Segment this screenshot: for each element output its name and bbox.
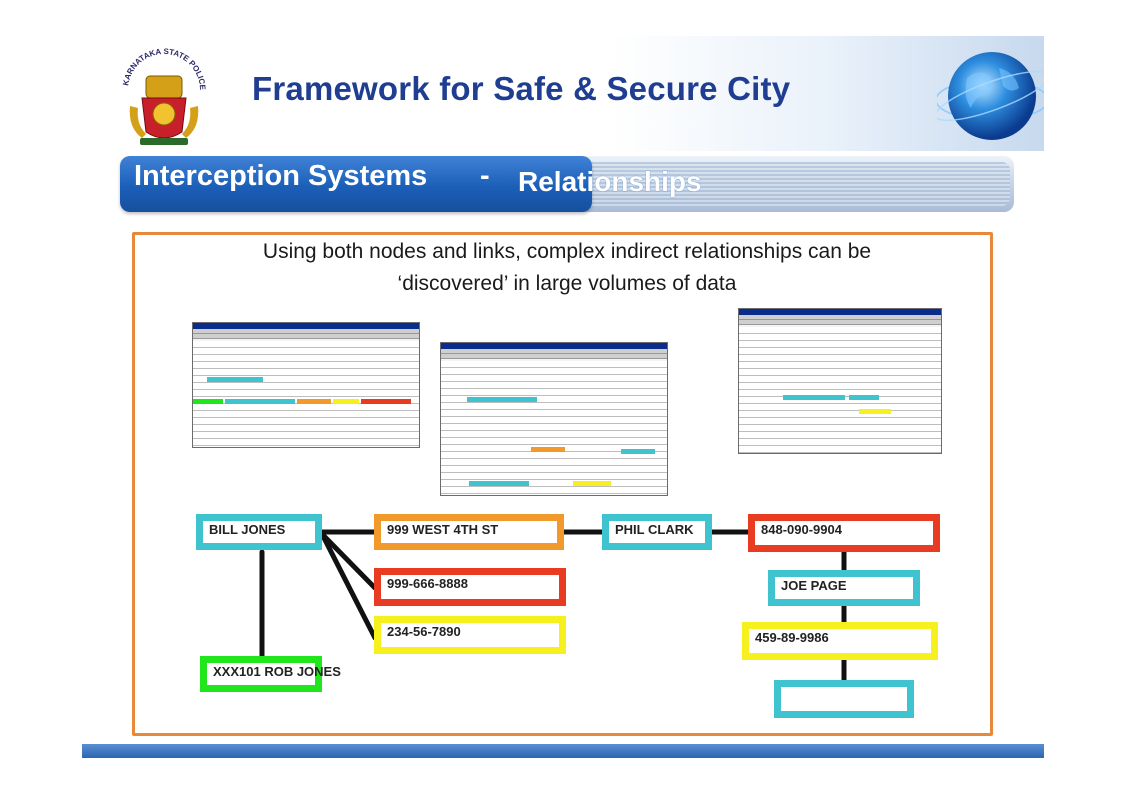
link-lines [259,529,847,683]
node-phone-999: 999-666-8888 [374,568,566,606]
node-label: JOE PAGE [781,578,847,593]
globe-icon [937,52,1044,140]
spreadsheet-screenshot-2 [440,342,668,496]
node-number-459: 459-89-9986 [742,622,938,660]
node-label: 999-666-8888 [387,576,468,591]
node-address: 999 WEST 4TH ST [374,514,564,550]
node-label: PHIL CLARK [615,522,694,537]
description: Using both nodes and links, complex indi… [82,236,1044,300]
section-tab [120,156,592,212]
node-label: 999 WEST 4TH ST [387,522,499,537]
page-title: Framework for Safe & Secure City [252,70,791,107]
section-subtitle: Relationships [518,166,702,197]
link-bill-ssn [319,531,378,641]
section-title: Interception Systems [134,160,428,192]
node-joe-page: JOE PAGE [768,570,920,606]
description-line-1: Using both nodes and links, complex indi… [262,240,872,263]
node-label: 234-56-7890 [387,624,461,639]
footer-bar [82,744,1044,758]
node-phil-clark: PHIL CLARK [602,514,712,550]
node-label: 848-090-9904 [761,522,842,537]
banner-stripes [590,162,1010,206]
node-label: 459-89-9986 [755,630,829,645]
node-label: BILL JONES [209,522,286,537]
slide: KARNATAKA STATE POLICE Framework for Saf… [82,36,1044,758]
node-label: XXX101 ROB JONES [213,664,341,679]
spreadsheet-screenshot-3 [738,308,942,454]
node-blank [774,680,914,718]
link-bill-phone2 [319,531,378,591]
section-separator: - [480,160,490,192]
node-ssn: 234-56-7890 [374,616,566,654]
node-rob-jones: XXX101 ROB JONES [200,656,341,692]
node-phone-848: 848-090-9904 [748,514,940,552]
description-line-2: ‘discovered’ in large volumes of data [397,272,737,295]
spreadsheet-screenshot-1 [192,322,420,448]
header-band [82,36,1044,151]
police-emblem-icon: KARNATAKA STATE POLICE [121,48,207,145]
node-bill-jones: BILL JONES [196,514,322,550]
